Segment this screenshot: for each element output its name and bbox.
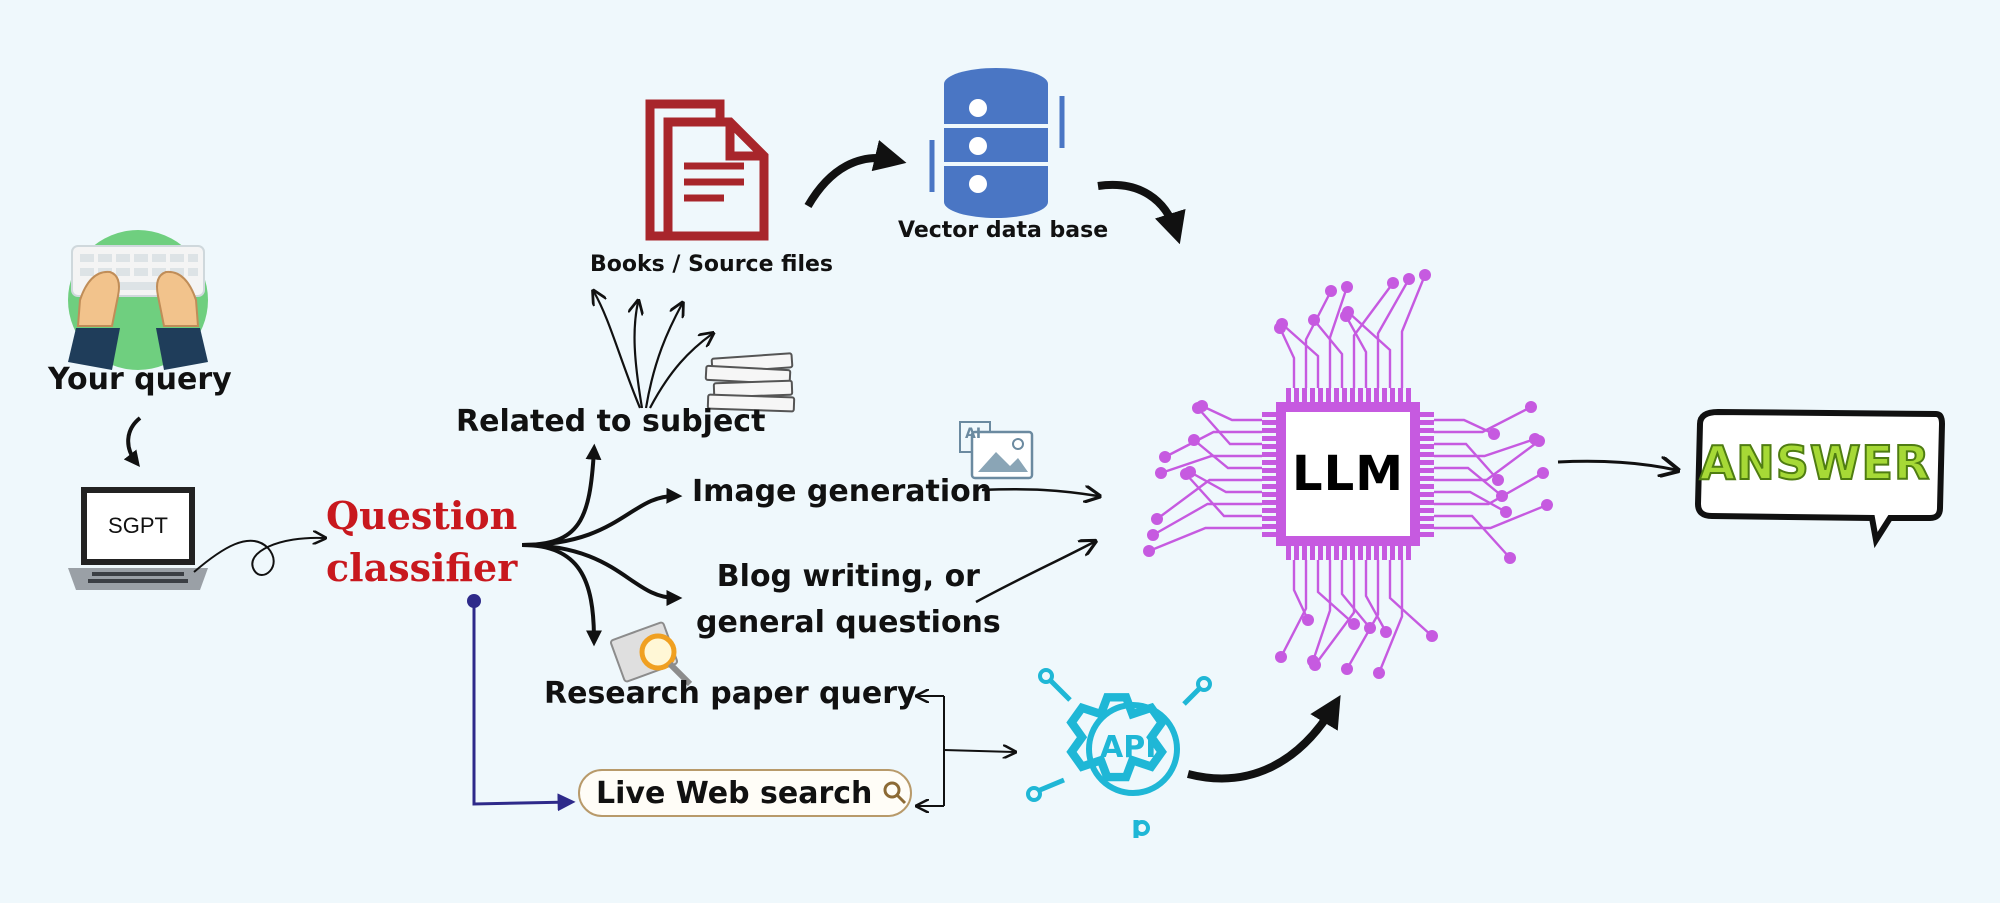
document-icon	[645, 99, 769, 241]
classifier-line-1: Question	[326, 493, 518, 538]
subject-fan-arrows	[594, 292, 712, 409]
question-classifier-label: Question classifier	[326, 490, 517, 594]
live-web-search-box: Live Web search	[578, 769, 912, 817]
vector-database-label: Vector data base	[898, 218, 1109, 243]
query-to-laptop-arrow	[123, 416, 142, 468]
api-gear-icon	[1026, 668, 1212, 838]
ai-image-icon	[959, 421, 1034, 480]
books-source-files-label: Books / Source files	[590, 252, 834, 277]
classifier-line-2: classifier	[326, 545, 518, 590]
image-generation-label: Image generation	[692, 474, 993, 509]
database-icon	[929, 68, 1065, 218]
laptop-icon	[68, 487, 208, 590]
llm-label: LLM	[1292, 446, 1404, 502]
api-to-llm-arrow	[1187, 695, 1341, 783]
related-to-subject-label: Related to subject	[456, 404, 766, 439]
laptop-screen-text: SGPT	[108, 513, 168, 538]
api-label: API	[1100, 730, 1157, 765]
blog-line-1: Blog writing, or	[716, 559, 980, 594]
image-to-llm-arrow	[981, 489, 1098, 496]
research-paper-query-label: Research paper query	[544, 676, 917, 711]
db-to-llm-arrow	[1097, 180, 1186, 245]
llm-to-answer-arrow	[1557, 461, 1676, 470]
books-to-db-arrow	[804, 140, 907, 209]
research-magnifier-icon	[610, 621, 693, 687]
blog-to-llm-arrow	[975, 542, 1094, 604]
books-stack-icon	[704, 352, 796, 413]
live-web-search-label: Live Web search	[596, 775, 873, 811]
search-icon	[883, 781, 907, 805]
blog-line-2: general questions	[696, 605, 1001, 640]
classifier-to-web-line	[472, 601, 576, 812]
classifier-branches	[521, 443, 683, 647]
research-web-bracket	[918, 696, 1014, 806]
answer-bubble	[1694, 408, 1946, 549]
laptop-to-classifier-arrow	[193, 538, 324, 576]
answer-label: ANSWER	[1699, 435, 1931, 491]
ai-badge-text: AI	[965, 426, 982, 442]
keyboard-hands-icon	[68, 230, 208, 370]
llm-chip-icon	[1143, 269, 1553, 679]
blog-writing-label: Blog writing, or general questions	[696, 554, 1001, 646]
your-query-label: Your query	[48, 362, 232, 397]
